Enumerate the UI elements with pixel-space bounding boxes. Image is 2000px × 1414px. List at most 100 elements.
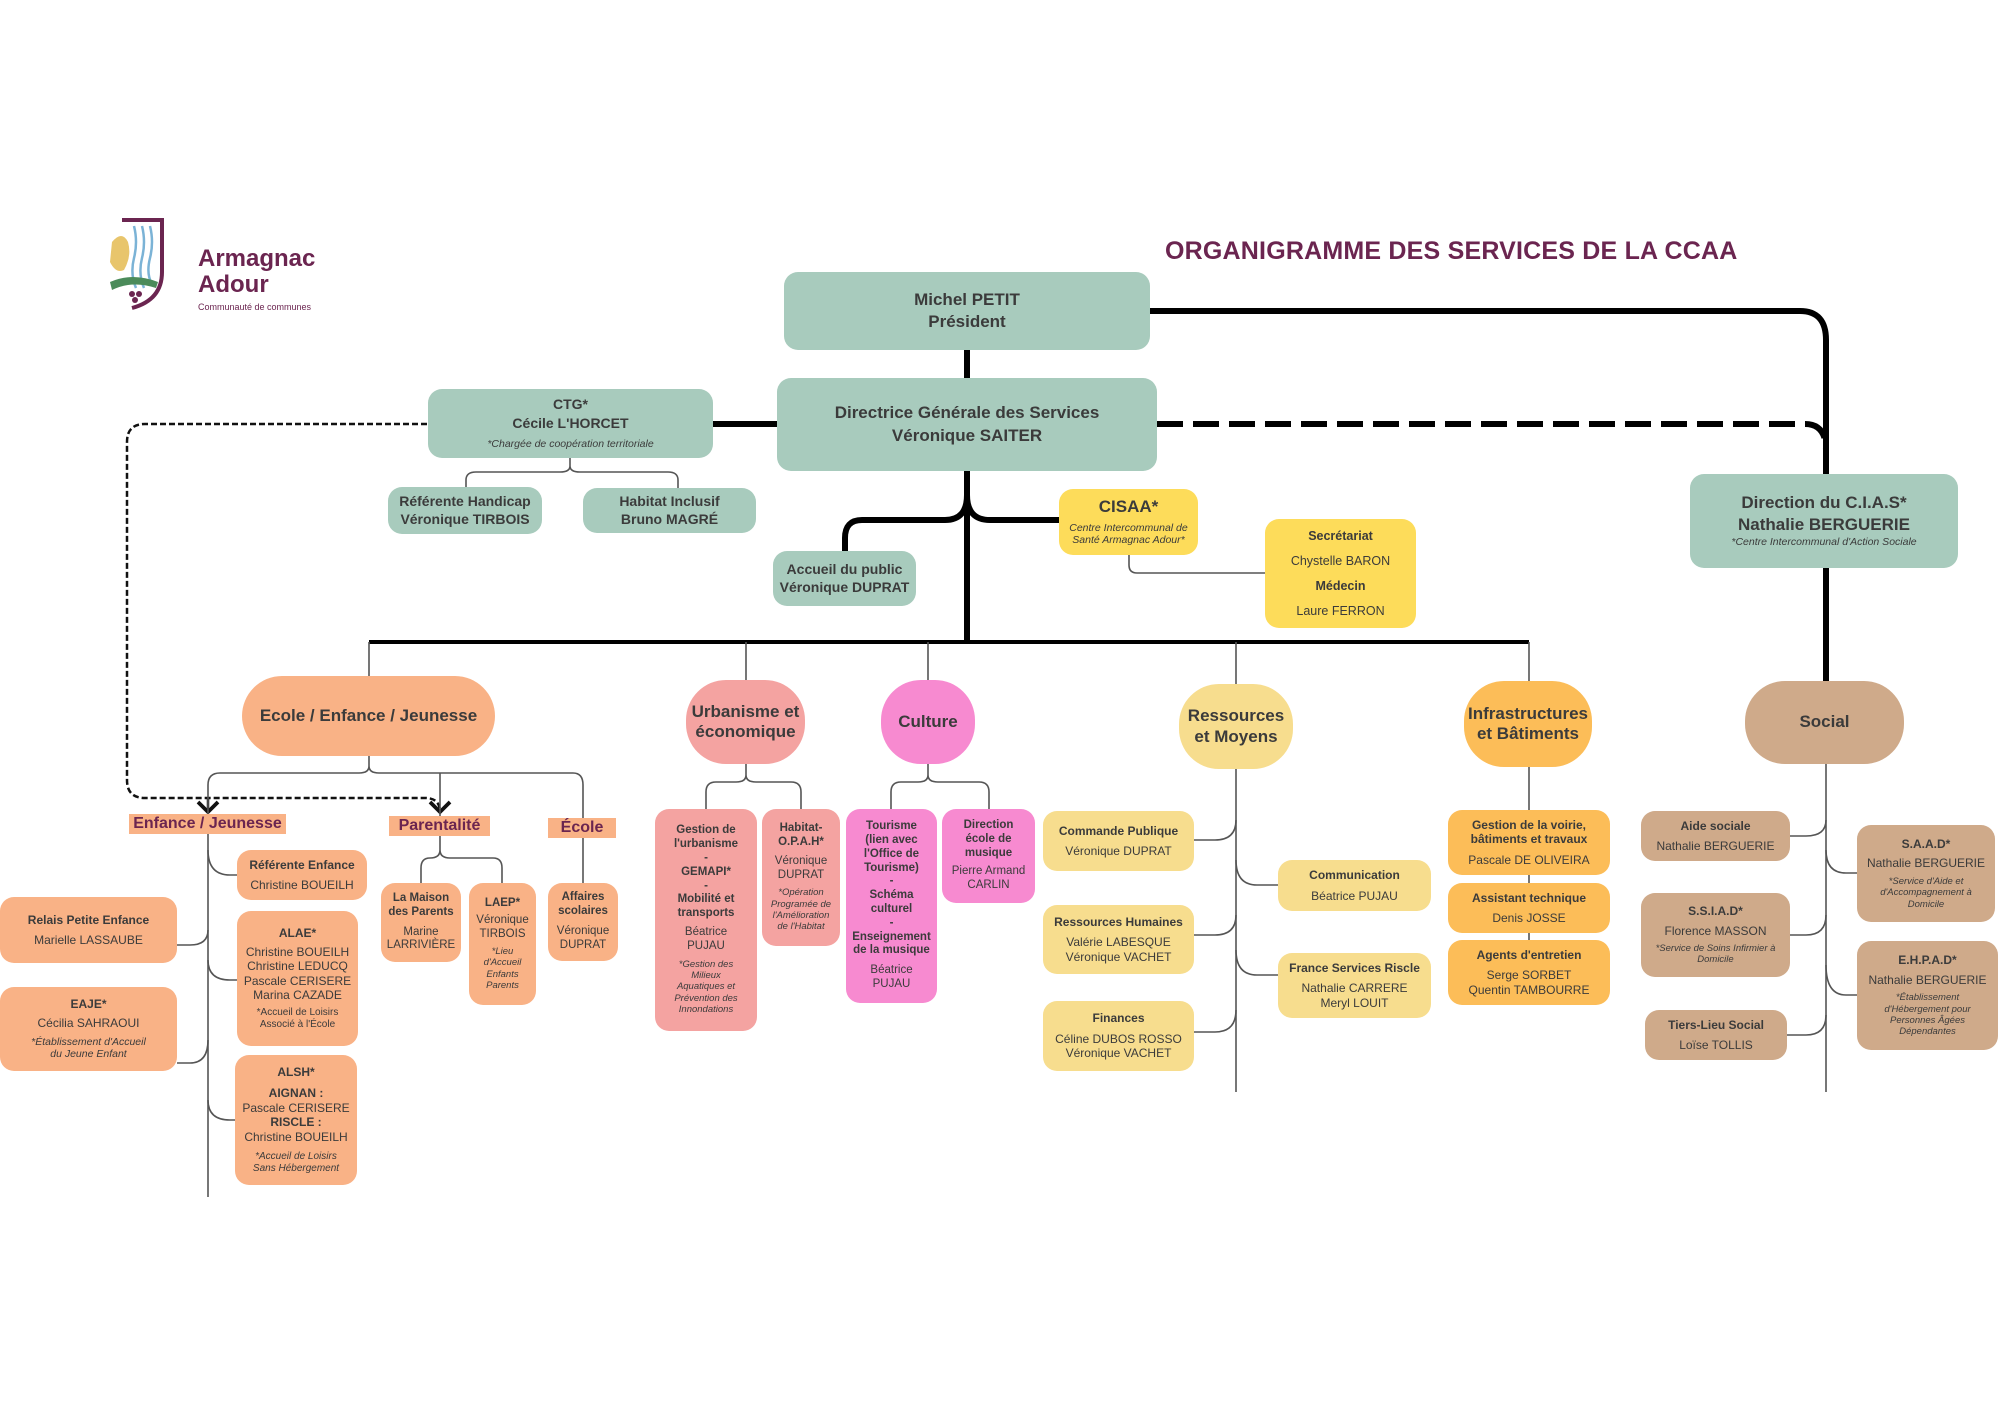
habitat-inclusif-box: Habitat Inclusif Bruno MAGRÉ <box>583 488 756 533</box>
box-title: France Services Riscle <box>1289 960 1420 975</box>
ehpad-box: E.H.P.A.D* Nathalie BERGUERIE *Établisse… <box>1857 941 1998 1050</box>
handicap-box: Référente Handicap Véronique TIRBOIS <box>388 487 542 534</box>
saad-box: S.A.A.D* Nathalie BERGUERIE *Service d'A… <box>1857 825 1995 922</box>
handicap-title: Référente Handicap <box>399 493 531 510</box>
tiers-lieu-box: Tiers-Lieu Social Loïse TOLLIS <box>1645 1010 1787 1060</box>
box-name: Valérie LABESQUE Véronique VACHET <box>1065 935 1172 964</box>
accueil-name: Véronique DUPRAT <box>779 579 910 595</box>
box-title: Ressources Humaines <box>1054 914 1183 929</box>
box-title: Communication <box>1309 868 1400 883</box>
box-name: Christine BOUEILH <box>250 878 354 892</box>
handicap-name: Véronique TIRBOIS <box>400 511 530 527</box>
box-name: Denis JOSSE <box>1492 911 1566 925</box>
ctg-name: Cécile L'HORCET <box>512 415 629 432</box>
tourisme-box: Tourisme (lien avec l'Office de Tourisme… <box>846 809 937 1003</box>
medecin-title: Médecin <box>1315 578 1366 593</box>
communication-box: Communication Béatrice PUJAU <box>1278 860 1431 911</box>
box-name: Serge SORBET Quentin TAMBOURRE <box>1468 968 1590 997</box>
box-title: ALSH* <box>277 1065 315 1080</box>
box-name: Cécilia SAHRAOUI <box>37 1016 140 1031</box>
assistant-technique-box: Assistant technique Denis JOSSE <box>1448 883 1610 933</box>
box-name: Christine BOUEILH Christine LEDUCQ Pasca… <box>243 944 352 1003</box>
pole-urbanisme: Urbanisme et économique <box>686 680 805 764</box>
box-title: EAJE* <box>70 997 107 1012</box>
box-note: *Lieu d'Accueil Enfants Parents <box>483 945 522 992</box>
cisaa-staff-box: Secrétariat Chystelle BARON Médecin Laur… <box>1265 519 1416 628</box>
box-name: Béatrice PUJAU <box>684 926 728 952</box>
pole-social: Social <box>1745 681 1904 764</box>
habitat-inclusif-title: Habitat Inclusif <box>619 493 720 510</box>
box-name: Véronique DUPRAT <box>1065 844 1172 858</box>
relais-petite-enfance-box: Relais Petite Enfance Marielle LASSAUBE <box>0 897 177 963</box>
box-name: Marielle LASSAUBE <box>34 933 143 947</box>
commande-publique-box: Commande Publique Véronique DUPRAT <box>1043 811 1194 871</box>
box-note: *Opération Programée de l'Amélioration d… <box>770 887 832 933</box>
box-note: *Établissement d'Hébergement pour Person… <box>1884 992 1971 1038</box>
president-box: Michel PETIT Président <box>784 272 1150 350</box>
box-title: Relais Petite Enfance <box>27 912 150 927</box>
box-title: Gestion de la voirie, bâtiments et trava… <box>1470 817 1588 847</box>
box-name: Céline DUBOS ROSSO Véronique VACHET <box>1055 1031 1182 1061</box>
referente-enfance-box: Référente Enfance Christine BOUEILH <box>237 850 367 900</box>
france-services-box: France Services Riscle Nathalie CARRERE … <box>1278 953 1431 1018</box>
dgs-name: Véronique SAITER <box>891 425 1043 445</box>
dgs-title: Directrice Générale des Services <box>834 403 1100 423</box>
box-title: Affaires scolaires <box>558 891 608 918</box>
eaje-box: EAJE* Cécilia SAHRAOUI *Établissement d'… <box>0 987 177 1071</box>
cias-title: Direction du C.I.A.S* <box>1741 493 1907 513</box>
group-enfance-jeunesse: Enfance / Jeunesse <box>129 814 286 834</box>
cisaa-box: CISAA* Centre Intercommunal de Santé Arm… <box>1059 489 1198 555</box>
ssiad-box: S.S.I.A.D* Florence MASSON *Service de S… <box>1641 893 1790 977</box>
box-name: Béatrice PUJAU <box>870 964 913 990</box>
affaires-scolaires-box: Affaires scolaires Véronique DUPRAT <box>548 883 618 961</box>
box-title: Référente Enfance <box>249 857 355 872</box>
box-note: *Établissement d'Accueil du Jeune Enfant <box>31 1035 146 1061</box>
aide-sociale-box: Aide sociale Nathalie BERGUERIE <box>1641 811 1790 861</box>
box-note: *Service de Soins Infirmier à Domicile <box>1655 943 1776 966</box>
group-parentalite: Parentalité <box>389 816 490 836</box>
cisaa-title: CISAA* <box>1098 497 1159 517</box>
box-name: Pascale DE OLIVEIRA <box>1468 852 1590 867</box>
box-name: Pascale CERISERE <box>242 1100 350 1115</box>
box-note: *Service d'Aide et d'Accompagnement à Do… <box>1880 875 1972 910</box>
president-role: Président <box>928 312 1006 331</box>
box-name: Pierre Armand CARLIN <box>951 865 1026 892</box>
page-title: ORGANIGRAMME DES SERVICES DE LA CCAA <box>1165 237 1738 265</box>
box-name: Véronique DUPRAT <box>774 854 828 881</box>
pole-culture: Culture <box>881 680 975 764</box>
box-title: Assistant technique <box>1471 890 1587 905</box>
box-title: Gestion de l'urbanisme - GEMAPI* - Mobil… <box>673 824 739 920</box>
laep-box: LAEP* Véronique TIRBOIS *Lieu d'Accueil … <box>469 883 536 1005</box>
box-name: Nathalie BERGUERIE <box>1868 972 1987 987</box>
box-title: S.S.I.A.D* <box>1688 904 1743 919</box>
box-name: Marine LARRIVIÈRE <box>386 925 456 952</box>
box-title: La Maison des Parents <box>388 891 454 918</box>
cisaa-note: Centre Intercommunal de Santé Armagnac A… <box>1069 521 1188 547</box>
logo-name-line1: Armagnac <box>198 245 316 272</box>
voirie-box: Gestion de la voirie, bâtiments et trava… <box>1448 810 1610 875</box>
alsh-site-aignan: AIGNAN : <box>268 1086 324 1101</box>
box-title: ALAE* <box>278 925 317 940</box>
agents-entretien-box: Agents d'entretien Serge SORBET Quentin … <box>1448 940 1610 1005</box>
maison-des-parents-box: La Maison des Parents Marine LARRIVIÈRE <box>381 883 461 962</box>
box-name: Florence MASSON <box>1664 923 1767 938</box>
box-note: *Accueil de Loisirs Sans Hébergement <box>252 1150 340 1174</box>
habitat-opah-box: Habitat- O.P.A.H* Véronique DUPRAT *Opér… <box>762 809 840 946</box>
accueil-title: Accueil du public <box>786 561 903 578</box>
box-name: Nathalie BERGUERIE <box>1656 839 1775 853</box>
ressources-humaines-box: Ressources Humaines Valérie LABESQUE Vér… <box>1043 905 1194 974</box>
box-title: Commande Publique <box>1058 823 1179 838</box>
habitat-inclusif-name: Bruno MAGRÉ <box>620 511 719 527</box>
dgs-box: Directrice Générale des Services Véroniq… <box>777 378 1157 471</box>
alae-box: ALAE* Christine BOUEILH Christine LEDUCQ… <box>237 911 358 1046</box>
cias-note: *Centre Intercommunal d'Action Sociale <box>1731 536 1917 549</box>
logo-shield-icon <box>110 218 164 310</box>
box-title: Habitat- O.P.A.H* <box>778 822 824 848</box>
box-note: *Gestion des Milieux Aquatiques et Préve… <box>674 958 738 1016</box>
ctg-box: CTG* Cécile L'HORCET *Chargée de coopéra… <box>428 389 713 458</box>
finances-box: Finances Céline DUBOS ROSSO Véronique VA… <box>1043 1001 1194 1071</box>
cias-box: Direction du C.I.A.S* Nathalie BERGUERIE… <box>1690 474 1958 568</box>
gestion-urbanisme-box: Gestion de l'urbanisme - GEMAPI* - Mobil… <box>655 809 757 1031</box>
pole-ressources: Ressources et Moyens <box>1179 684 1293 769</box>
